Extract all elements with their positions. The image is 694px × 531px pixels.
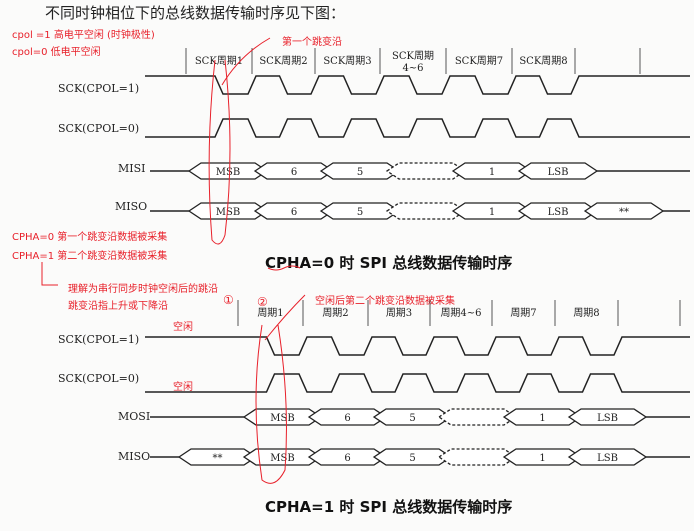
signal-label: MISO [118, 450, 151, 463]
first-edge-circle [208, 59, 231, 245]
caption-bottom: CPHA=1 时 SPI 总线数据传输时序 [265, 498, 513, 516]
column-header: 周期2 [322, 307, 348, 319]
column-header: SCK周期 [392, 50, 434, 62]
mosi-bottom-value: LSB [597, 413, 618, 424]
column-header: SCK周期7 [455, 55, 503, 67]
miso-top-value: LSB [548, 207, 569, 218]
signal-label: SCK(CPOL=1) [58, 333, 140, 346]
signal-label: MISI [118, 162, 146, 175]
annotation-cpha0: CPHA=0 第一个跳变沿数据被采集 [12, 232, 168, 243]
annotation-cpol0: cpol=0 低电平空闲 [12, 47, 101, 58]
miso-top-value: 6 [291, 207, 297, 218]
first-edge-arrow [221, 37, 271, 86]
annotation-second-edge: 空闲后第二个跳变沿数据被采集 [315, 296, 455, 307]
mosi-bottom-value: MSB [270, 413, 294, 424]
signal-label: MOSI [118, 410, 151, 423]
column-header: 周期8 [573, 307, 599, 319]
caption-top: CPHA=0 时 SPI 总线数据传输时序 [265, 254, 513, 272]
miso-bottom-value: ** [213, 453, 223, 464]
column-header: 周期7 [510, 307, 536, 319]
second-edge-arrow [264, 294, 306, 341]
column-header: SCK周期1 [195, 55, 243, 67]
page-title: 不同时钟相位下的总线数据传输时序见下图： [45, 4, 346, 22]
signal-label: SCK(CPOL=0) [58, 372, 140, 385]
second-edge-circle [255, 324, 287, 484]
mosi-bottom-value: 5 [409, 413, 415, 424]
mosi-top-value: LSB [548, 167, 569, 178]
annotation-cpol1: cpol =1 高电平空闲 (时钟极性) [12, 30, 155, 41]
sck-cpol1-wave [145, 75, 690, 95]
mosi-bottom-value: 1 [539, 413, 545, 424]
column-header: SCK周期8 [519, 55, 567, 67]
miso-top-value: 5 [357, 207, 363, 218]
column-header: SCK周期3 [323, 55, 371, 67]
annotation-mark2: ② [257, 295, 268, 309]
miso-top-value: 1 [489, 207, 495, 218]
annotation-cpha1: CPHA=1 第二个跳变沿数据被采集 [12, 251, 168, 262]
column-header: 周期4~6 [440, 307, 481, 319]
annotation-idle-1: 空闲 [173, 322, 193, 333]
miso-top-value: MSB [216, 207, 240, 218]
annotation-edge-def: 跳变沿指上升或下降沿 [68, 301, 168, 312]
sck-cpol0-wave [145, 373, 690, 393]
mosi-top-value: 1 [489, 167, 495, 178]
annotation-understand: 理解为串行同步时钟空闲后的跳沿 [68, 284, 218, 295]
miso-top-value: ** [619, 207, 629, 218]
signal-label: SCK(CPOL=1) [58, 82, 140, 95]
annotation-mark1: ① [223, 293, 234, 307]
miso-bottom-value: 5 [409, 453, 415, 464]
miso-bottom-value: 6 [344, 453, 350, 464]
sck-cpol1-wave [145, 336, 690, 356]
mosi-top-value: 5 [357, 167, 363, 178]
signal-label: MISO [115, 200, 148, 213]
sck-cpol0-wave [145, 118, 690, 138]
miso-bottom-value: MSB [270, 453, 294, 464]
mosi-top-value: 6 [291, 167, 297, 178]
signal-label: SCK(CPOL=0) [58, 122, 140, 135]
mosi-top-value: MSB [216, 167, 240, 178]
understand-arrow [41, 262, 58, 286]
column-header: 4~6 [402, 63, 423, 74]
mosi-bottom-value: 6 [344, 413, 350, 424]
column-header: 周期3 [386, 307, 412, 319]
miso-bottom-value: 1 [539, 453, 545, 464]
annotation-first-edge: 第一个跳变沿 [282, 37, 342, 48]
cpha0-underline [267, 265, 301, 271]
miso-bottom-value: LSB [597, 453, 618, 464]
annotation-idle-2: 空闲 [173, 382, 193, 393]
column-header: SCK周期2 [259, 55, 307, 67]
column-header: 周期1 [257, 307, 283, 319]
